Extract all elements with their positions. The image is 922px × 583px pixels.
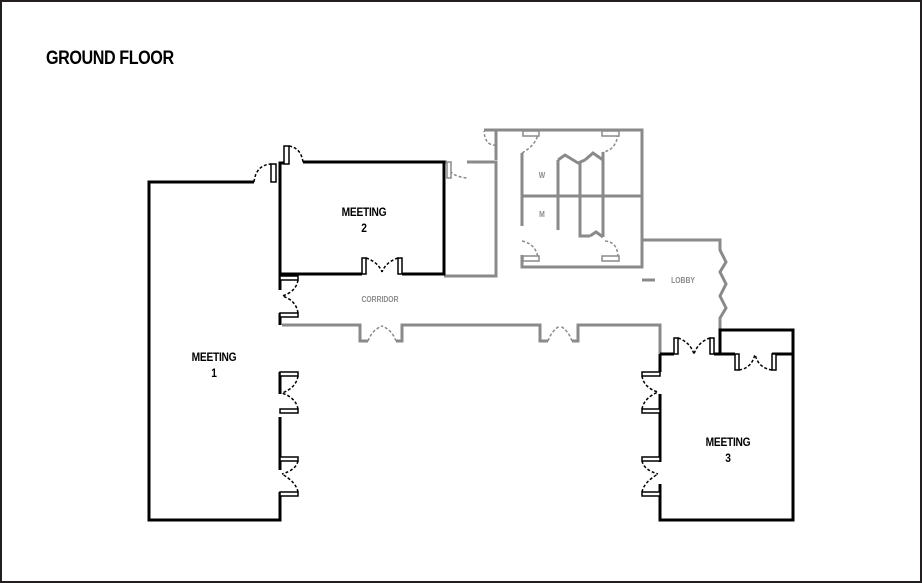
area-lobby[interactable]: LOBBY	[671, 276, 695, 285]
room-walls	[147, 160, 795, 522]
service-door-leaves	[446, 130, 620, 262]
area-toilet-women[interactable]: W	[538, 171, 546, 180]
room-meeting-2[interactable]: MEETING 2	[342, 204, 387, 236]
room-meeting-3-name: MEETING	[705, 435, 751, 449]
room-meeting-1-name: MEETING	[191, 350, 237, 364]
room-door-leaves	[270, 145, 777, 497]
floor-title: GROUND FLOOR	[46, 48, 174, 69]
service-walls	[282, 128, 728, 354]
room-meeting-2-name: MEETING	[341, 205, 387, 219]
area-corridor[interactable]: CORRIDOR	[361, 295, 399, 304]
room-meeting-1[interactable]: MEETING 1	[192, 349, 237, 381]
room-meeting-3[interactable]: MEETING 3	[706, 434, 751, 466]
room-meeting-1-number: 1	[211, 366, 217, 380]
room-meeting-2-number: 2	[361, 221, 367, 235]
area-toilet-men[interactable]: M	[539, 210, 545, 219]
room-meeting-3-number: 3	[725, 451, 731, 465]
room-door-swings	[253, 145, 773, 493]
